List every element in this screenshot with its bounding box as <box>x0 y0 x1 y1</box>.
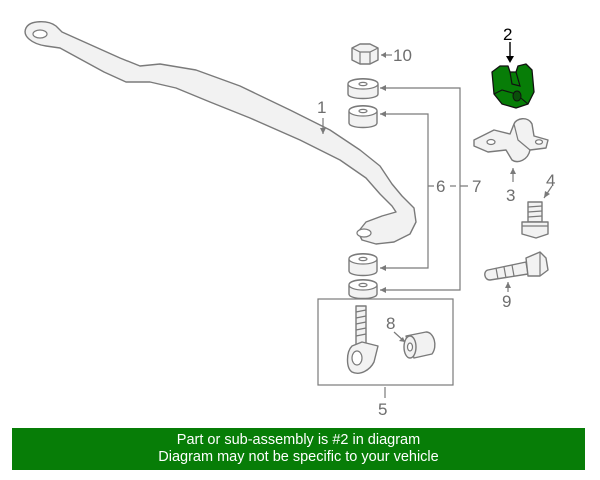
info-banner: Part or sub-assembly is #2 in diagram Di… <box>12 428 585 470</box>
bushing-bracket[interactable] <box>473 118 549 163</box>
link-kit-box <box>317 298 454 386</box>
long-bolt[interactable] <box>484 251 549 281</box>
callout-5: 5 <box>378 400 387 419</box>
callout-3: 3 <box>506 186 515 205</box>
lower-bushing-top[interactable] <box>348 253 378 277</box>
lower-bushing-bottom[interactable] <box>348 279 378 300</box>
banner-line-1: Part or sub-assembly is #2 in diagram <box>176 432 421 448</box>
callout-2: 2 <box>503 25 512 44</box>
upper-bushing-top[interactable] <box>347 78 379 100</box>
link-bushing[interactable] <box>403 331 436 359</box>
callout-4: 4 <box>546 171 555 190</box>
callout-9: 9 <box>502 292 511 311</box>
callout-7: 7 <box>472 177 481 196</box>
callout-10: 10 <box>393 46 412 65</box>
banner-line-2: Diagram may not be specific to your vehi… <box>158 449 439 465</box>
callout-8: 8 <box>386 314 395 333</box>
upper-bushing-bottom[interactable] <box>348 105 378 129</box>
nut[interactable] <box>351 43 379 65</box>
stabilizer-bar[interactable] <box>24 21 417 245</box>
stabilizer-link[interactable] <box>346 305 379 374</box>
callout-1: 1 <box>317 98 326 117</box>
stabilizer-bushing-highlighted[interactable] <box>491 63 535 109</box>
callout-6: 6 <box>436 177 445 196</box>
bracket-bolt[interactable] <box>521 201 549 239</box>
